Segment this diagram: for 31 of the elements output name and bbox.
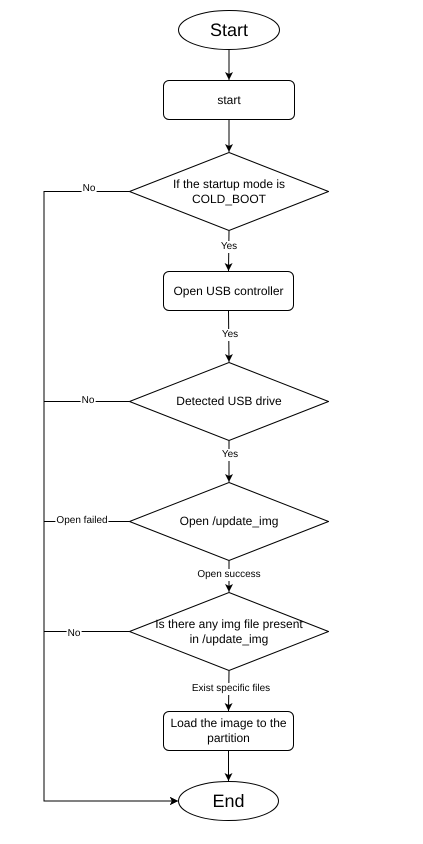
decision-diamond <box>129 362 329 441</box>
node-text: Open USB controller <box>173 284 284 298</box>
node-text: If the startup mode is COLD_BOOT <box>172 176 286 206</box>
edge-label: Yes <box>220 329 240 341</box>
edge-label: Open failed <box>55 515 109 527</box>
node-text: Open /update_img <box>180 514 278 529</box>
node-text: Start <box>210 22 248 38</box>
node-text: start <box>217 92 241 108</box>
edge-label: No <box>82 183 96 195</box>
node-text: Load the image to the partition <box>169 716 288 746</box>
decision-diamond <box>129 482 329 561</box>
arrow <box>224 310 233 362</box>
arrow <box>224 750 232 782</box>
decision-diamond <box>129 592 329 671</box>
decision-diamond <box>129 152 329 231</box>
arrow <box>225 120 233 152</box>
node-text: Detected USB drive <box>176 394 282 409</box>
edge-label: Yes <box>220 241 238 253</box>
process-box <box>163 271 294 311</box>
arrow <box>44 631 178 805</box>
arrow <box>225 440 233 482</box>
node-text: End <box>212 794 245 808</box>
process-box <box>163 80 295 120</box>
process-box <box>163 711 294 751</box>
terminal-ellipse <box>178 10 280 50</box>
edge-label: Yes <box>220 449 240 461</box>
node-text: Is there any img file present in /update_img <box>154 616 304 646</box>
arrow <box>225 50 233 80</box>
edge-label: Open success <box>196 569 262 581</box>
terminal-ellipse <box>178 781 279 821</box>
edge-label: Exist specific files <box>190 683 272 695</box>
